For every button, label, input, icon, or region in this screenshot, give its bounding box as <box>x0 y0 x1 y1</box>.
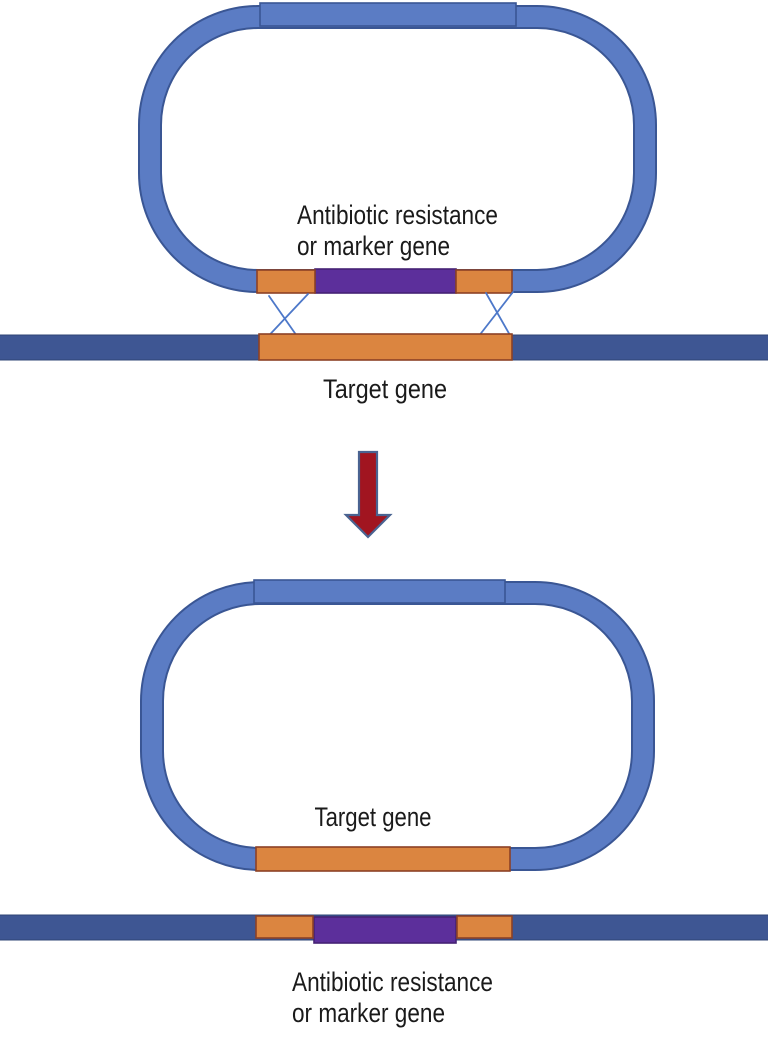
top-plasmid-label-line1: Antibiotic resistance <box>297 200 498 230</box>
top-chromosome: Target gene <box>0 333 768 404</box>
bottom-chromosome-label-line1: Antibiotic resistance <box>292 967 493 997</box>
bottom-chromosome-marker-gene-segment <box>313 916 457 944</box>
bottom-plasmid-target-gene-segment <box>255 846 511 872</box>
top-plasmid: Antibiotic resistance or marker gene <box>138 2 657 294</box>
bottom-chromosome: Antibiotic resistance or marker gene <box>0 914 768 1028</box>
bottom-chromosome-homology-arm-left <box>255 915 314 939</box>
top-plasmid-label-line2: or marker gene <box>297 231 450 261</box>
bottom-plasmid: Target gene <box>140 579 655 872</box>
bottom-plasmid-label: Target gene <box>315 802 432 832</box>
top-plasmid-backbone-segment <box>259 2 517 27</box>
top-plasmid-homology-arm-left <box>256 269 316 294</box>
top-chromosome-label: Target gene <box>323 374 447 404</box>
crossover-x-right-line1 <box>485 292 512 338</box>
top-plasmid-homology-arm-right <box>455 269 513 294</box>
bottom-plasmid-backbone-segment <box>253 579 506 604</box>
bottom-chromosome-label-line2: or marker gene <box>292 998 445 1028</box>
top-chromosome-target-gene-segment <box>258 333 513 361</box>
down-arrow-icon <box>343 450 393 539</box>
crossover-x-left-line1 <box>268 295 300 340</box>
bottom-chromosome-homology-arm-right <box>456 915 513 939</box>
top-plasmid-marker-gene-segment <box>314 268 457 294</box>
crossover-x-right-line2 <box>474 291 514 342</box>
